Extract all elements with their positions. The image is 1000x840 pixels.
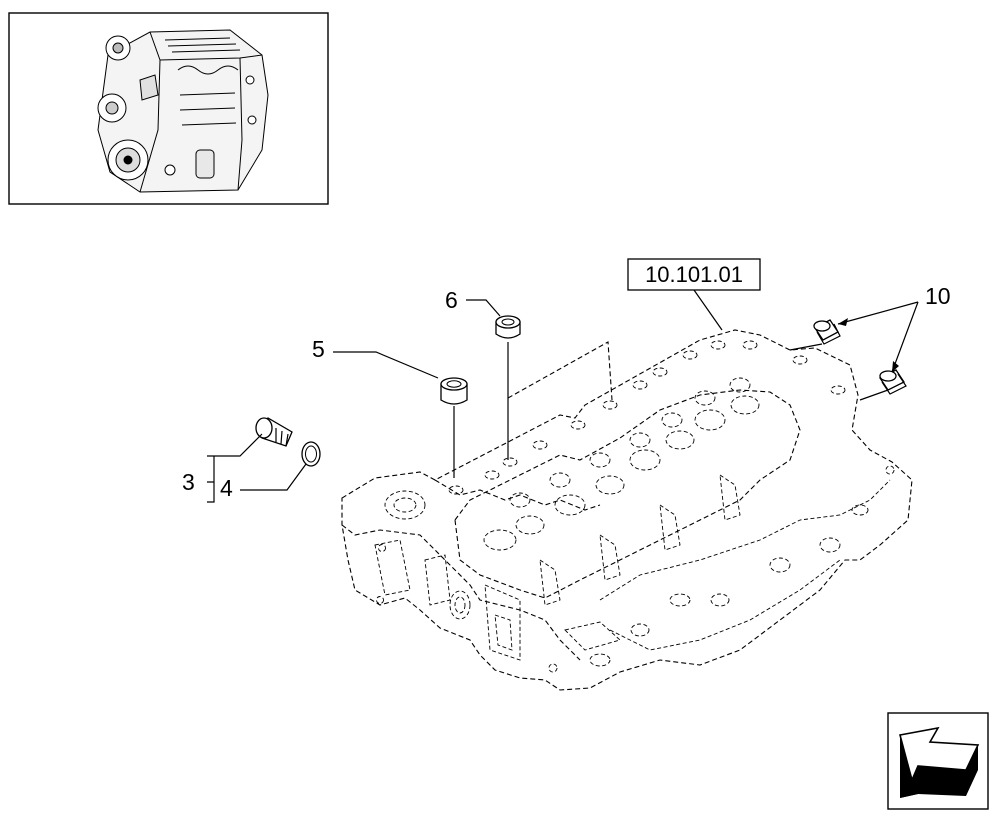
navigation-arrow-icon[interactable] — [887, 712, 989, 810]
phantom-6 — [507, 341, 613, 401]
leader-3 — [214, 433, 263, 457]
leader-10-arrowheads — [838, 318, 899, 372]
leader-4 — [240, 463, 307, 491]
engine-inset — [8, 12, 329, 205]
callout-4: 4 — [220, 475, 233, 501]
leader-6 — [466, 299, 501, 317]
part-4-seal-ring[interactable] — [301, 441, 321, 467]
part-6-bushing[interactable] — [495, 315, 521, 339]
leader-10 — [789, 301, 919, 401]
engine-overview-icon — [97, 29, 269, 193]
cylinder-head-drawing — [341, 329, 913, 691]
part-10-plug-lower[interactable] — [879, 369, 907, 395]
leader-5 — [333, 351, 439, 379]
part-10-plug-upper[interactable] — [813, 319, 841, 345]
part-3-plug-screw[interactable] — [255, 417, 293, 447]
callout-6: 6 — [445, 287, 458, 313]
callout-5: 5 — [312, 336, 325, 362]
part-5-sleeve[interactable] — [440, 377, 468, 405]
bracket-3 — [207, 455, 215, 503]
callout-3: 3 — [182, 469, 195, 495]
callout-10: 10 — [925, 283, 951, 309]
reference-label: 10.101.01 — [645, 262, 743, 287]
reference-leader — [693, 289, 723, 331]
reference-box[interactable]: 10.101.01 — [627, 258, 761, 291]
